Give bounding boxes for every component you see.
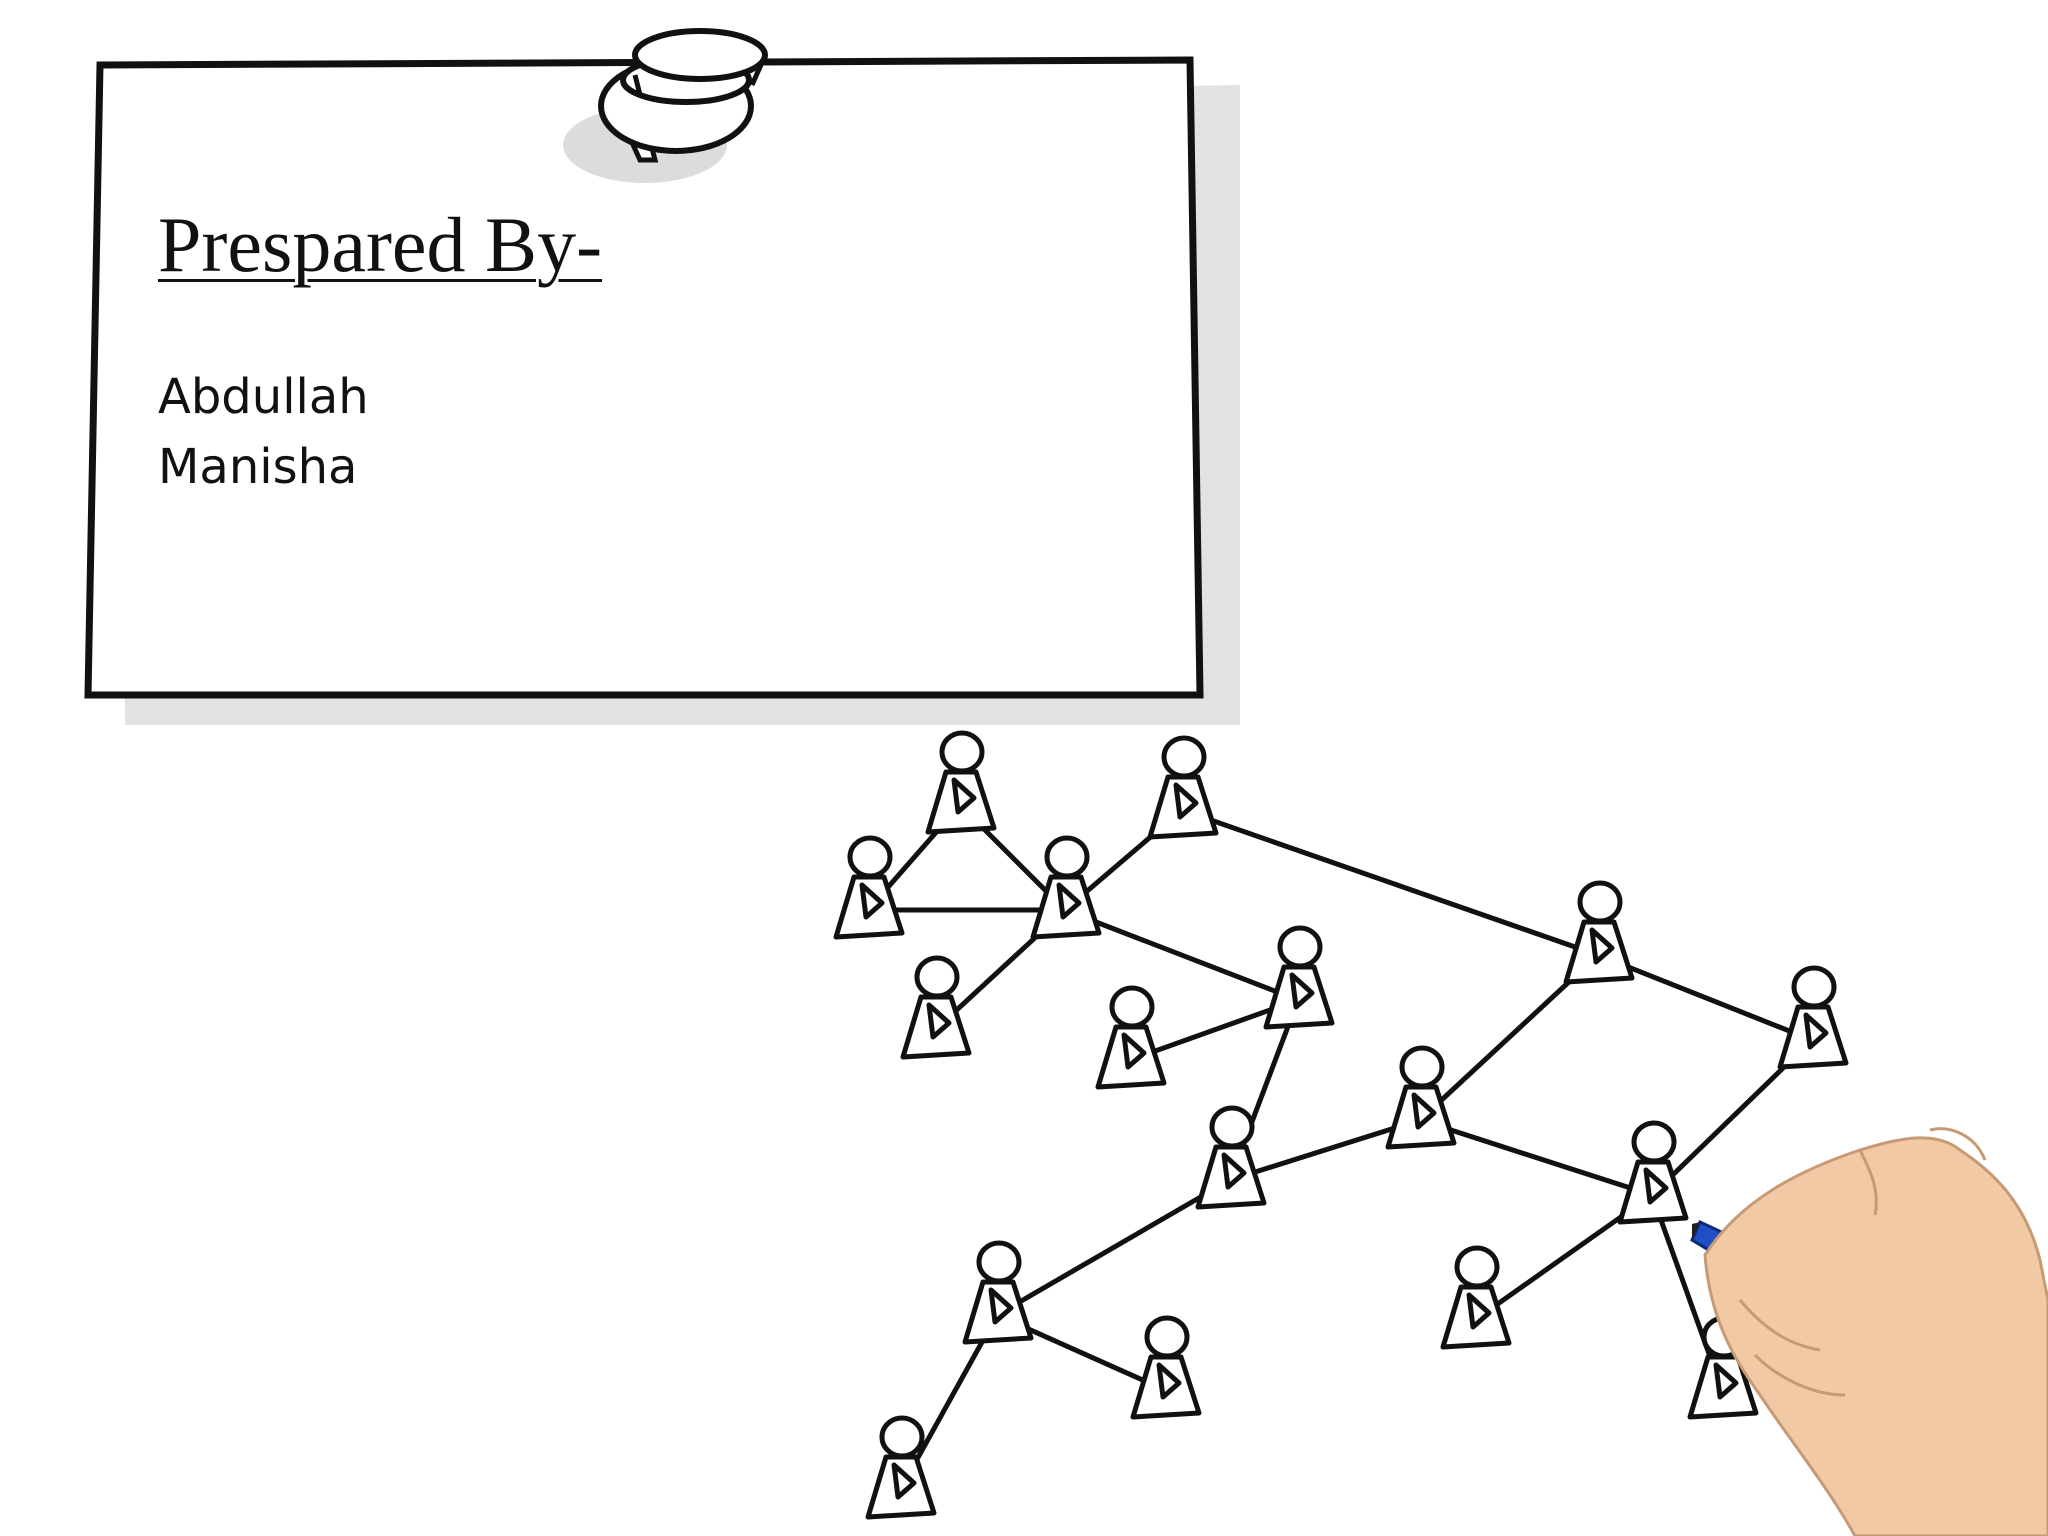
person-icon bbox=[1147, 735, 1219, 840]
person-icon bbox=[1777, 965, 1849, 1070]
person-icon bbox=[1195, 1105, 1267, 1210]
person-icon bbox=[900, 955, 972, 1060]
person-icon bbox=[1440, 1245, 1512, 1350]
person-icon bbox=[1617, 1120, 1689, 1225]
person-icon bbox=[925, 730, 997, 835]
hand-icon bbox=[1703, 1127, 2048, 1536]
person-icon bbox=[962, 1240, 1034, 1345]
author-list: Abdullah Manisha bbox=[158, 362, 369, 502]
person-icon bbox=[1563, 880, 1635, 985]
person-icon bbox=[1095, 985, 1167, 1090]
network-link bbox=[1181, 807, 1599, 958]
network-link bbox=[995, 1177, 1232, 1318]
author-name: Manisha bbox=[158, 439, 358, 495]
network-link bbox=[1597, 952, 1813, 1043]
person-icon bbox=[1130, 1315, 1202, 1420]
network-link bbox=[1419, 1117, 1653, 1198]
pushpin-icon bbox=[563, 28, 768, 183]
person-icon bbox=[1030, 835, 1102, 940]
network-link bbox=[1229, 1117, 1421, 1183]
prepared-by-heading: Prespared By- bbox=[158, 201, 603, 288]
author-name: Abdullah bbox=[158, 369, 369, 425]
person-icon bbox=[1385, 1045, 1457, 1150]
network-link bbox=[1064, 907, 1299, 1003]
person-icon bbox=[833, 835, 905, 940]
person-icon bbox=[865, 1415, 937, 1520]
person-icon bbox=[1263, 925, 1335, 1030]
